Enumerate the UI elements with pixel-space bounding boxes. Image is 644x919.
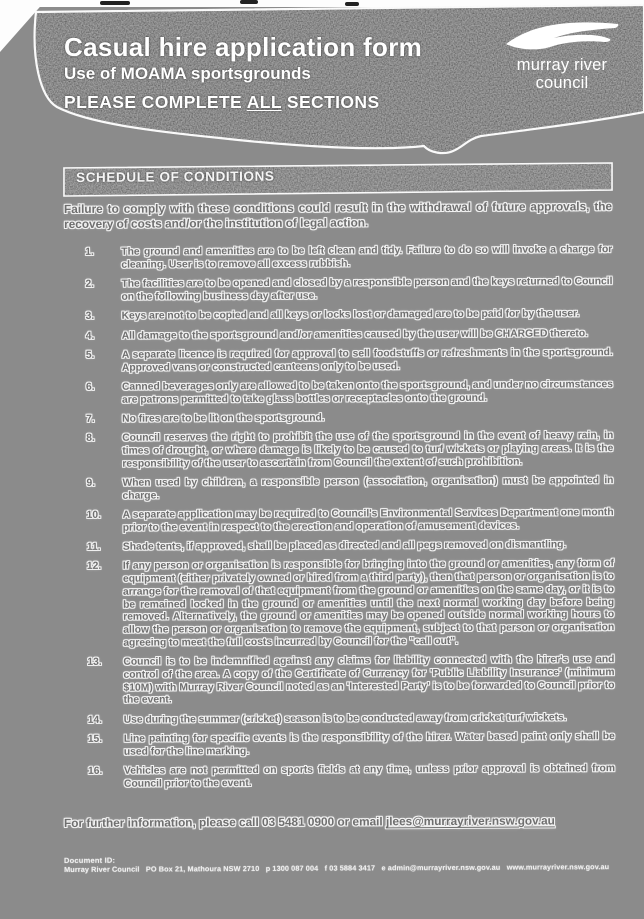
schedule-of-conditions-section: Failure to comply with these conditions … [64, 199, 615, 798]
condition-text: The ground and amenities are to be left … [121, 244, 613, 271]
condition-item: 5. A separate licence is required for ap… [65, 347, 613, 375]
condition-item: 2. The facilities are to be opened and c… [64, 276, 612, 304]
page-subtitle: Use of MOAMA sportsgrounds [64, 64, 311, 83]
scan-speck [240, 0, 258, 4]
condition-item: 15. Line painting for specific events is… [67, 731, 615, 759]
river-swoosh-icon [506, 22, 619, 50]
logo-line2: council [535, 73, 589, 92]
condition-number: 15. [87, 733, 103, 745]
contact-text: For further information, please call 03 … [64, 814, 386, 830]
condition-number: 14. [87, 714, 103, 726]
condition-text: A separate application may be required t… [122, 507, 614, 534]
page-title: Casual hire application form [64, 32, 423, 62]
condition-number: 12. [86, 561, 102, 573]
contact-line: For further information, please call 03 … [64, 813, 612, 830]
contact-email-link[interactable]: jlees@murrayriver.nsw.gov.au [385, 813, 555, 829]
condition-text: Line painting for specific events is the… [123, 731, 615, 758]
intro-paragraph: Failure to comply with these conditions … [64, 199, 613, 232]
condition-item: 3. Keys are not to be copied and all key… [65, 308, 613, 324]
condition-text: A separate licence is required for appro… [121, 346, 613, 374]
condition-item: 1. The ground and amenities are to be le… [64, 244, 612, 272]
scan-white-top-edge [0, 0, 644, 7]
condition-text: Council is to be indemnified against any… [123, 654, 615, 707]
condition-text: No fires are to be lit on the sportsgrou… [122, 412, 325, 425]
instruction-prefix: PLEASE COMPLETE [64, 92, 247, 112]
schedule-heading-bar [63, 162, 613, 197]
header-banner-shape [33, 3, 644, 155]
condition-number: 7. [86, 413, 95, 425]
condition-number: 10. [86, 509, 101, 521]
condition-item: 10. A separate application may be requir… [66, 507, 614, 535]
condition-number: 3. [85, 311, 95, 323]
condition-number: 16. [87, 765, 103, 777]
scan-speck [345, 2, 359, 6]
condition-item: 14. Use during the summer (cricket) seas… [67, 712, 615, 728]
condition-text: All damage to the sportsground and/or am… [121, 327, 589, 342]
condition-text: Canned beverages only are allowed to be … [121, 378, 613, 406]
condition-item: 8. Council reserves the right to prohibi… [65, 430, 613, 471]
logo-line1: murray river [516, 56, 608, 74]
header-instruction: PLEASE COMPLETE ALL SECTIONS [64, 92, 380, 113]
condition-text: The facilities are to be opened and clos… [121, 276, 613, 303]
instruction-suffix: SECTIONS [281, 92, 380, 112]
footer: Document ID: Murray River Council PO Box… [64, 853, 639, 874]
scan-speck [100, 1, 130, 5]
condition-number: 4. [85, 330, 95, 342]
condition-number: 5. [85, 349, 95, 361]
condition-item: 7. No fires are to be lit on the sportsg… [65, 411, 613, 427]
condition-item: 16. Vehicles are not permitted on sports… [67, 763, 615, 791]
condition-text: Shade tents, if approved, shall be place… [122, 539, 567, 553]
conditions-list: 1. The ground and amenities are to be le… [64, 244, 615, 791]
condition-number: 2. [85, 279, 95, 291]
logo-text: murray river council [494, 56, 630, 93]
council-logo: murray river council [494, 18, 630, 93]
condition-item: 12. If any person or organisation is res… [66, 558, 614, 650]
condition-text: Council reserves the right to prohibit t… [122, 430, 614, 470]
condition-item: 11. Shade tents, if approved, shall be p… [66, 539, 614, 555]
condition-number: 9. [86, 477, 96, 489]
condition-number: 13. [87, 656, 102, 668]
condition-item: 9. When used by children, a responsible … [65, 475, 613, 503]
instruction-underlined-word: ALL [246, 92, 282, 112]
condition-item: 6. Canned beverages only are allowed to … [65, 379, 613, 407]
condition-number: 8. [86, 432, 95, 444]
condition-number: 6. [85, 381, 95, 393]
schedule-heading: SCHEDULE OF CONDITIONS [76, 168, 275, 185]
condition-text: When used by children, a responsible per… [122, 475, 614, 502]
condition-number: 11. [86, 541, 101, 553]
condition-text: If any person or organisation is respons… [122, 558, 615, 649]
condition-text: Keys are not to be copied and all keys o… [121, 308, 580, 322]
condition-text: Use during the summer (cricket) season i… [123, 712, 567, 726]
condition-item: 13. Council is to be indemnified against… [66, 654, 614, 708]
condition-number: 1. [85, 247, 94, 259]
condition-text: Vehicles are not permitted on sports fie… [123, 763, 616, 790]
condition-item: 4. All damage to the sportsground and/or… [65, 328, 613, 344]
